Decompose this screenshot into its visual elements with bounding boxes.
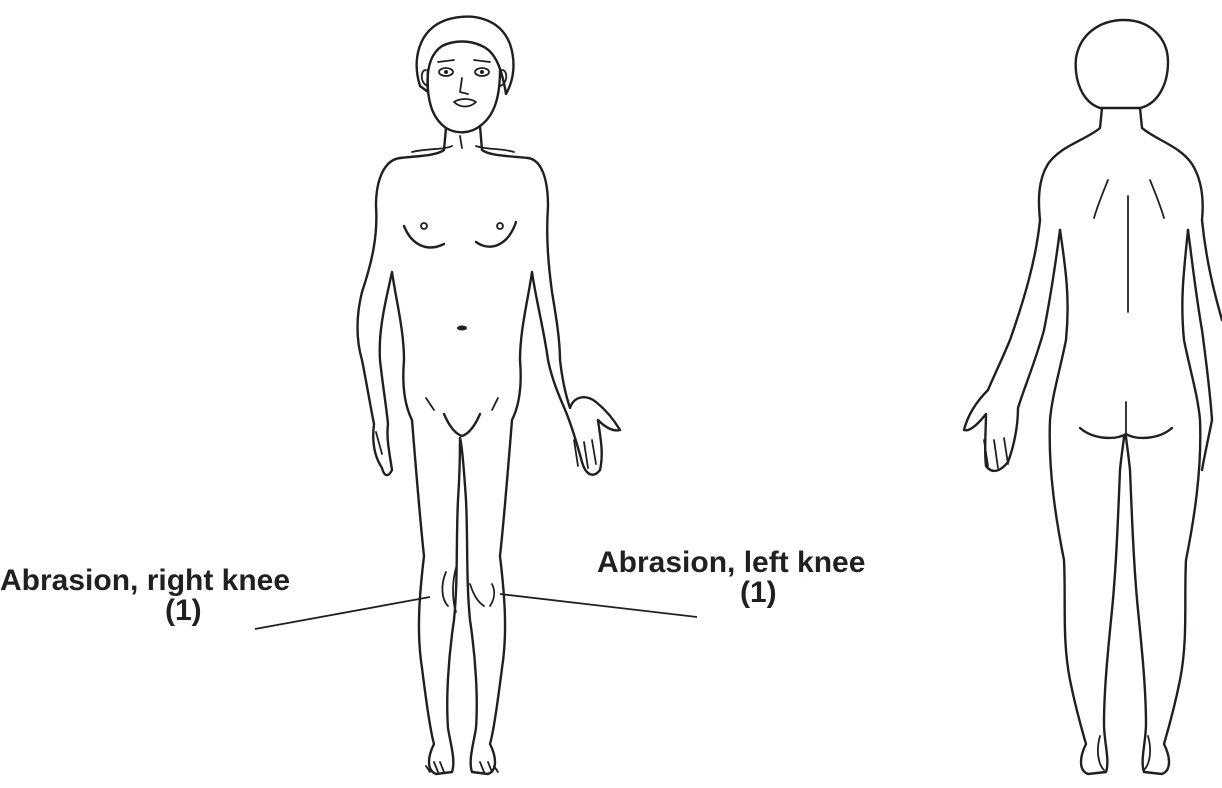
annotation-left-knee-line2: (1) xyxy=(740,576,777,609)
back-torso-outline-left xyxy=(1050,230,1124,774)
front-knee-left xyxy=(470,584,494,606)
annotation-right-knee-line1: Abrasion, right knee xyxy=(0,564,290,597)
annotation-left-knee-line1: Abrasion, left knee xyxy=(597,546,865,579)
front-body-left-outline xyxy=(358,158,461,774)
front-figure xyxy=(358,17,621,774)
front-knee-right xyxy=(442,568,456,612)
annotation-right-knee-line2: (1) xyxy=(165,594,202,627)
annotation-left-knee-leader xyxy=(500,594,697,617)
annotation-right-knee: Abrasion, right knee (1) xyxy=(0,564,430,629)
back-arm-left xyxy=(1188,220,1222,470)
front-nose xyxy=(460,78,468,94)
back-head xyxy=(1076,20,1168,108)
back-torso-outline-right xyxy=(1126,230,1200,774)
front-navel xyxy=(457,326,467,331)
front-chest-left xyxy=(476,222,516,247)
annotation-right-knee-leader xyxy=(255,597,430,629)
annotation-left-knee: Abrasion, left knee (1) xyxy=(500,546,865,617)
back-figure xyxy=(964,20,1222,774)
back-arm-right xyxy=(964,220,1060,471)
front-face xyxy=(428,70,500,132)
front-body-right-outline xyxy=(460,158,620,774)
front-mouth xyxy=(454,99,476,107)
